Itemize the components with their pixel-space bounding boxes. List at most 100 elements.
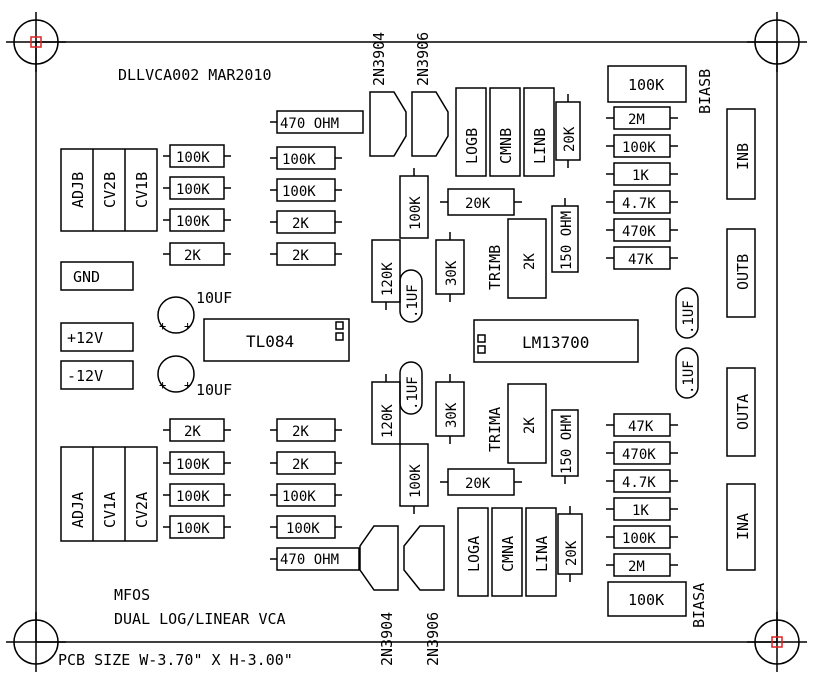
svg-text:LOGA: LOGA [465, 536, 483, 572]
svg-text:470K: 470K [622, 224, 656, 240]
svg-text:INA: INA [734, 513, 752, 540]
svg-text:100K: 100K [286, 521, 320, 537]
pot-group-top: LOGB CMNB LINB [455, 87, 555, 177]
svg-text:100K: 100K [282, 489, 316, 505]
cap: .1UF [675, 347, 699, 399]
resistor: 2K [163, 418, 231, 442]
svg-text:100K: 100K [408, 464, 424, 498]
cap-10uf-bottom-label: 10UF [196, 381, 232, 399]
cap: .1UF [675, 287, 699, 339]
svg-text:2K: 2K [184, 248, 201, 264]
resistor: 30K [435, 374, 465, 444]
svg-text:2K: 2K [184, 424, 201, 440]
svg-text:100K: 100K [282, 184, 316, 200]
pot-biasa: 100K [607, 581, 687, 617]
cap-10uf-bottom: + + 10UF [157, 355, 232, 399]
transistor-2n3906-top: 2N3906 [411, 32, 449, 157]
svg-text:.1UF: .1UF [681, 360, 697, 394]
ic-lm13700: LM13700 [473, 319, 639, 363]
svg-text:100K: 100K [176, 150, 210, 166]
transistor-2n3906-bottom: 2N3906 [403, 525, 445, 666]
svg-text:100K: 100K [176, 457, 210, 473]
pcb-size-note: PCB SIZE W-3.70" X H-3.00" [58, 651, 293, 669]
jack-ina: INA [726, 483, 756, 571]
cap-10uf-top-label: 10UF [196, 289, 232, 307]
jack-outb: OUTB [726, 228, 756, 318]
svg-text:OUTA: OUTA [734, 394, 752, 430]
resistor: 100K [270, 146, 342, 170]
mounting-hole-tl [6, 12, 66, 72]
svg-text:CMNA: CMNA [499, 536, 517, 572]
svg-text:4.7K: 4.7K [622, 196, 656, 212]
cap: .1UF [399, 361, 423, 415]
svg-text:2K: 2K [292, 216, 309, 232]
svg-text:LINA: LINA [533, 536, 551, 572]
svg-text:150 OHM: 150 OHM [559, 415, 575, 474]
svg-text:470 OHM: 470 OHM [280, 552, 339, 568]
mounting-hole-br [747, 612, 807, 672]
svg-text:2K: 2K [522, 417, 538, 434]
mounting-hole-bl [6, 612, 66, 672]
neg12v-label: -12V [67, 367, 103, 385]
svg-text:4.7K: 4.7K [622, 475, 656, 491]
svg-text:30K: 30K [444, 402, 460, 428]
svg-text:+: + [159, 319, 166, 333]
resistor: 4.7K [606, 190, 678, 214]
transistor-2n3904-bottom-label: 2N3904 [378, 612, 396, 666]
svg-text:+: + [159, 378, 166, 392]
neg12v-pad: -12V [60, 360, 134, 390]
resistor: 470K [606, 441, 678, 465]
resistor: 100K [606, 134, 678, 158]
trim-pot: 2K [507, 383, 547, 464]
resistor: 470 OHM [270, 110, 364, 134]
svg-text:20K: 20K [564, 540, 580, 566]
resistor: 470K [606, 218, 678, 242]
svg-text:.1UF: .1UF [405, 284, 421, 318]
resistor: 20K [555, 94, 581, 168]
resistor: 470 OHM [270, 547, 360, 571]
resistor: 100K [163, 144, 231, 168]
biasb-label: BIASB [696, 69, 714, 114]
resistor: 2M [606, 553, 678, 577]
svg-text:LINB: LINB [531, 128, 549, 164]
resistor: 20K [440, 468, 522, 496]
svg-text:30K: 30K [444, 260, 460, 286]
ic-tl084: TL084 [203, 318, 350, 362]
mounting-hole-tr [747, 12, 807, 72]
resistor: 2K [270, 418, 342, 442]
trim-label: TRIMB [486, 245, 504, 290]
jack-inb: INB [726, 108, 756, 200]
pot-biasb: 100K [607, 65, 687, 103]
board-title: DLLVCA002 MAR2010 [118, 66, 272, 84]
pot-cv1a-label: CV1A [101, 492, 119, 528]
biasa-label: BIASA [690, 583, 708, 628]
pot-adja-label: ADJA [69, 492, 87, 528]
resistor: 100K [399, 443, 429, 514]
pot-cv1b-label: CV1B [133, 172, 151, 208]
svg-text:20K: 20K [562, 126, 578, 152]
resistor: 100K [163, 483, 231, 507]
svg-text:470 OHM: 470 OHM [280, 116, 339, 132]
resistor: 100K [270, 178, 342, 202]
resistor: 100K [270, 515, 342, 539]
resistor: 30K [435, 232, 465, 302]
ic-tl084-label: TL084 [246, 332, 294, 351]
svg-text:100K: 100K [622, 531, 656, 547]
resistor: 150 OHM [551, 198, 579, 273]
resistor: 47K [606, 246, 678, 270]
svg-text:2K: 2K [292, 248, 309, 264]
svg-text:2K: 2K [292, 424, 309, 440]
svg-text:2K: 2K [522, 253, 538, 270]
svg-text:100K: 100K [176, 182, 210, 198]
pos12v-pad: +12V [60, 322, 134, 352]
svg-text:20K: 20K [465, 196, 491, 212]
pot-cv2b-label: CV2B [101, 172, 119, 208]
transistor-2n3904-top: 2N3904 [369, 32, 407, 157]
board-outline [35, 41, 778, 643]
svg-text:2M: 2M [628, 112, 645, 128]
resistor: 120K [371, 374, 401, 445]
svg-text:100K: 100K [176, 521, 210, 537]
svg-text:.1UF: .1UF [681, 300, 697, 334]
cap-10uf-top: + + 10UF [157, 289, 232, 334]
